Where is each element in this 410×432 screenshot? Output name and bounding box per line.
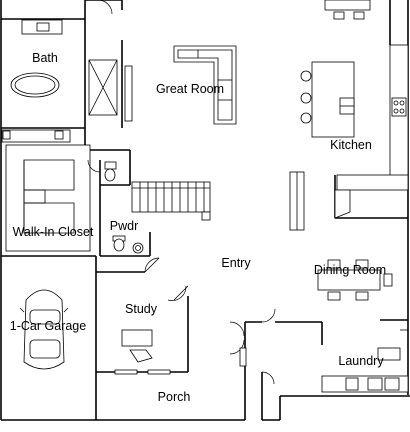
room-label-entry: Entry [221, 256, 251, 270]
sectional-sofa [173, 45, 237, 125]
kitchen-fixtures [289, 0, 409, 231]
room-label-great-room: Great Room [156, 82, 224, 96]
stairs [131, 181, 211, 221]
room-label-kitchen: Kitchen [330, 138, 372, 152]
room-label-garage: 1-Car Garage [10, 319, 86, 333]
room-label-porch: Porch [158, 390, 191, 404]
study-desk [114, 329, 171, 375]
door-swings [144, 257, 276, 385]
room-label-walk-in-closet: Walk-In Closet [13, 225, 94, 239]
garage-car [19, 289, 69, 370]
bath-fixtures [1, 0, 133, 143]
laundry-fixtures [321, 329, 409, 393]
room-label-study: Study [125, 302, 158, 316]
room-label-dining-room: Dining Room [314, 263, 386, 277]
room-label-bath: Bath [32, 51, 58, 65]
powder-fixtures [87, 159, 144, 254]
room-label-powder: Pwdr [110, 219, 138, 233]
room-labels: Bath Great Room Kitchen Walk-In Closet P… [10, 51, 386, 404]
closet-shelving [5, 144, 91, 252]
dining-table [317, 259, 393, 301]
room-label-laundry: Laundry [338, 354, 384, 368]
